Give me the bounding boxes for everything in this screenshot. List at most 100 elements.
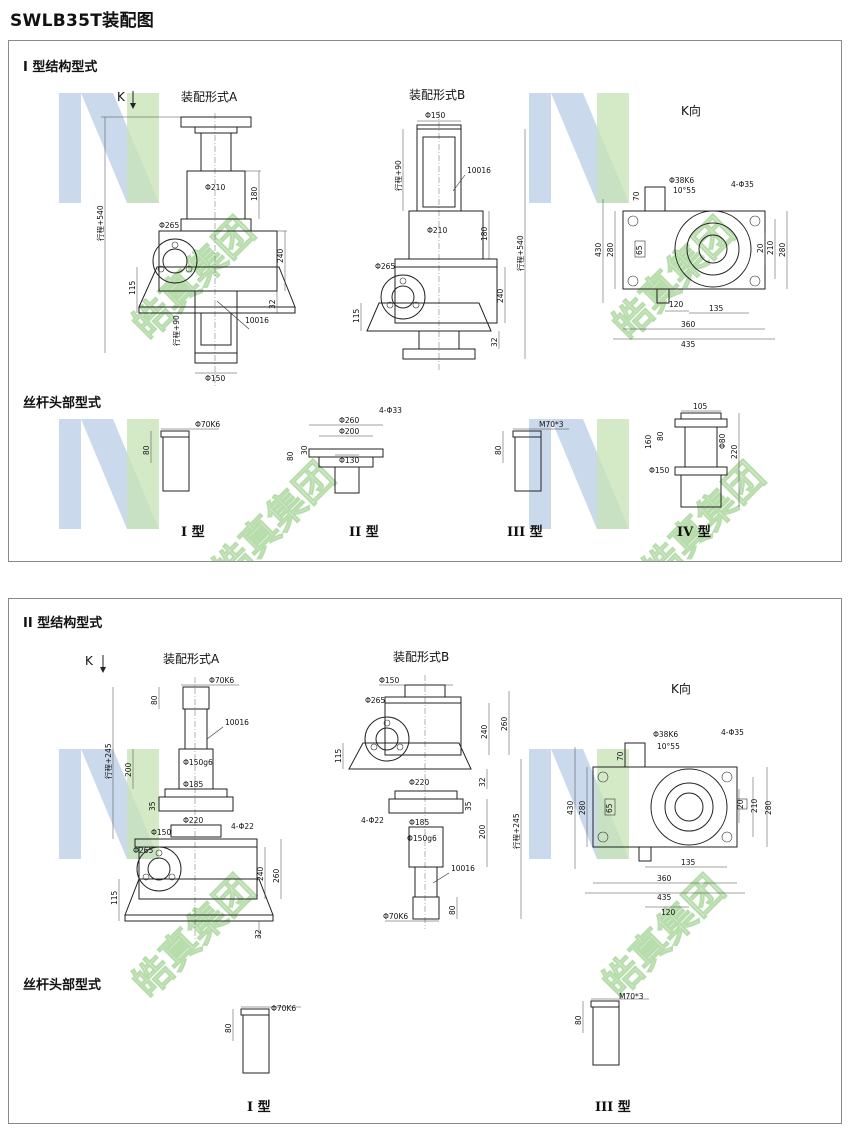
k-view-label: K向 bbox=[681, 103, 701, 118]
page-title: SWLB35T装配图 bbox=[10, 11, 155, 31]
dim-label: Φ265 bbox=[159, 221, 179, 230]
dim-label: 10016 bbox=[467, 166, 491, 175]
dim-label: 80 bbox=[224, 1023, 233, 1033]
assembly-form-b: 装配形式B Φ150 10016 行程+90 Φ210 180 Φ265 240… bbox=[352, 88, 526, 371]
dim-label: 10°55 bbox=[673, 186, 696, 195]
dim-label: 200 bbox=[124, 762, 133, 777]
watermark-logo: 皓真集团 皓真集团 bbox=[59, 749, 733, 1006]
dim-label: 行程+90 bbox=[171, 315, 181, 346]
dim-label: 360 bbox=[681, 320, 696, 329]
dim-label: 4-Φ22 bbox=[361, 816, 384, 825]
dim-label: 180 bbox=[480, 226, 489, 241]
dim-label: Φ150g6 bbox=[183, 758, 213, 767]
dim-label: 32 bbox=[490, 337, 499, 347]
dim-label: Φ80 bbox=[718, 433, 727, 449]
dim-label: 4-Φ22 bbox=[231, 822, 254, 831]
head-type-1: Φ70K6 80 I 型 bbox=[142, 420, 220, 540]
dim-label: Φ70K6 bbox=[383, 912, 408, 921]
watermark-text: 皓真集团 bbox=[604, 209, 743, 348]
dim-label: 115 bbox=[128, 280, 137, 295]
dim-label: Φ38K6 bbox=[669, 176, 694, 185]
section-title: I 型结构型式 bbox=[23, 59, 97, 75]
watermark-text: 皓真集团 bbox=[204, 454, 343, 561]
form-b-label: 装配形式B bbox=[393, 650, 449, 664]
dim-label: 10016 bbox=[225, 718, 249, 727]
dim-label: 10016 bbox=[245, 316, 269, 325]
dim-label: 240 bbox=[480, 724, 489, 739]
head-type-label: I 型 bbox=[247, 1099, 271, 1115]
head-type-4: 105 80 160 Φ80 220 Φ150 IV 型 bbox=[644, 402, 740, 540]
dim-label: 80 bbox=[494, 445, 503, 455]
dim-label: 240 bbox=[256, 866, 265, 881]
dim-label: Φ70K6 bbox=[195, 420, 220, 429]
k-label: K bbox=[117, 90, 126, 104]
dim-label: 4-Φ35 bbox=[731, 180, 754, 189]
dim-label: 80 bbox=[656, 431, 665, 441]
dim-label: 32 bbox=[478, 777, 487, 787]
dim-label: 120 bbox=[661, 908, 676, 917]
head-type-3: M70*3 80 III 型 bbox=[574, 992, 649, 1115]
dim-label: 180 bbox=[250, 186, 259, 201]
form-a-label: 装配形式A bbox=[181, 90, 238, 104]
dim-label: 160 bbox=[644, 434, 653, 449]
form-a-label: 装配形式A bbox=[163, 652, 220, 666]
dim-label: M70*3 bbox=[619, 992, 644, 1001]
dim-label: Φ150 bbox=[205, 374, 225, 383]
dim-label: 240 bbox=[496, 288, 505, 303]
dim-label: 280 bbox=[578, 800, 587, 815]
panel2-drawing: 皓真集团 皓真集团 II 型结构型式 装配形式A K Φ70K6 80 1001… bbox=[23, 615, 773, 1115]
dim-label: 135 bbox=[709, 304, 724, 313]
dim-label: 10°55 bbox=[657, 742, 680, 751]
dim-label: Φ265 bbox=[375, 262, 395, 271]
dim-label: 32 bbox=[254, 929, 263, 939]
dim-label: 行程+540 bbox=[95, 205, 105, 241]
dim-label: 65 bbox=[605, 803, 614, 813]
dim-label: 210 bbox=[750, 798, 759, 813]
dim-label: 435 bbox=[657, 893, 672, 902]
dim-label: 280 bbox=[606, 242, 615, 257]
dim-label: Φ265 bbox=[133, 846, 153, 855]
panel-type2: 皓真集团 皓真集团 II 型结构型式 装配形式A K Φ70K6 80 1001… bbox=[8, 598, 842, 1124]
dim-label: 430 bbox=[566, 800, 575, 815]
assembly-form-a: 装配形式A K Φ210 180 Φ265 240 115 行程+540 行程+… bbox=[95, 90, 296, 386]
head-type-3: M70*3 80 III 型 bbox=[494, 420, 569, 540]
dim-label: 240 bbox=[276, 248, 285, 263]
head-type-label: III 型 bbox=[595, 1099, 631, 1115]
dim-label: 135 bbox=[681, 858, 696, 867]
dim-label: 行程+245 bbox=[103, 743, 113, 779]
assembly-form-b: 装配形式B Φ150 Φ265 240 260 115 Φ220 32 4-Φ2… bbox=[334, 650, 522, 929]
k-label: K bbox=[85, 654, 94, 668]
dim-label: 70 bbox=[632, 191, 641, 201]
head-type-2: 4-Φ33 Φ260 Φ200 Φ130 30 80 II 型 bbox=[286, 406, 402, 540]
dim-label: Φ150 bbox=[151, 828, 171, 837]
dim-label: Φ150 bbox=[379, 676, 399, 685]
panel-type1: 皓真集团 皓真集团 皓真集团 皓真集团 I 型结构型式 装配形式A K Φ210… bbox=[8, 40, 842, 562]
dim-label: Φ38K6 bbox=[653, 730, 678, 739]
dim-label: 280 bbox=[764, 800, 773, 815]
dim-label: Φ185 bbox=[409, 818, 429, 827]
assembly-form-a: 装配形式A K Φ70K6 80 10016 Φ150g6 行程+245 200… bbox=[85, 652, 282, 939]
dim-label: 280 bbox=[778, 242, 787, 257]
dim-label: M70*3 bbox=[539, 420, 564, 429]
dim-label: Φ200 bbox=[339, 427, 359, 436]
dim-label: Φ210 bbox=[205, 183, 225, 192]
dim-label: 80 bbox=[574, 1015, 583, 1025]
dim-label: 115 bbox=[334, 748, 343, 763]
dim-label: 35 bbox=[464, 801, 473, 811]
dim-label: 115 bbox=[110, 890, 119, 905]
dim-label: 360 bbox=[657, 874, 672, 883]
dim-label: 80 bbox=[448, 905, 457, 915]
dim-label: 20 bbox=[736, 799, 745, 809]
dim-label: Φ185 bbox=[183, 780, 203, 789]
head-type-label: III 型 bbox=[507, 524, 543, 540]
section-title: II 型结构型式 bbox=[23, 615, 102, 631]
panel1-drawing: 皓真集团 皓真集团 皓真集团 皓真集团 I 型结构型式 装配形式A K Φ210… bbox=[23, 59, 788, 561]
head-section-title: 丝杆头部型式 bbox=[23, 395, 101, 411]
dim-label: 10016 bbox=[451, 864, 475, 873]
head-section-title: 丝杆头部型式 bbox=[23, 977, 101, 993]
watermark-text: 皓真集团 bbox=[594, 867, 733, 1006]
dim-label: Φ70K6 bbox=[209, 676, 234, 685]
dim-label: Φ130 bbox=[339, 456, 359, 465]
head-type-label: II 型 bbox=[349, 524, 379, 540]
k-view: K向 Φ38K6 10°55 70 4-Φ35 430 280 65 20 21… bbox=[566, 681, 773, 917]
